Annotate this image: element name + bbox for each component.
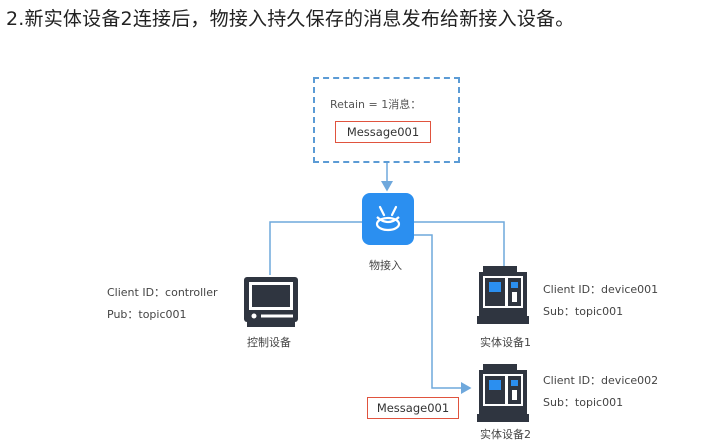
- delivered-message: Message001: [367, 397, 459, 419]
- machine-icon: [475, 266, 531, 330]
- device1-sub: Sub：topic001: [543, 305, 624, 318]
- machine-icon: [475, 364, 531, 428]
- hub-to-controller-line: [269, 221, 362, 275]
- device1-client-id: Client ID：device001: [543, 283, 659, 296]
- diagram-heading: 2.新实体设备2连接后，物接入持久保存的消息发布给新接入设备。: [6, 8, 575, 30]
- controller-label: 控制设备: [247, 336, 291, 349]
- retain-label: Retain = 1消息：: [330, 98, 422, 111]
- device2-client-id: Client ID：device002: [543, 374, 659, 387]
- retained-message: Message001: [335, 121, 431, 143]
- device1-info: Client ID：device001 Sub：topic001: [543, 279, 658, 323]
- device2-sub: Sub：topic001: [543, 396, 624, 409]
- iot-hub-icon: [362, 193, 414, 245]
- monitor-icon: [243, 276, 299, 332]
- device2-label: 实体设备2: [480, 428, 531, 441]
- retain-message-box: [313, 77, 460, 163]
- hub-to-device1-line: [414, 221, 505, 266]
- device2-info: Client ID：device002 Sub：topic001: [543, 370, 658, 414]
- device1-label: 实体设备1: [480, 336, 531, 349]
- controller-info: Client ID：controller Pub：topic001: [107, 282, 218, 326]
- controller-pub: Pub：topic001: [107, 308, 187, 321]
- hub-label: 物接入: [369, 259, 402, 272]
- hub-to-device2-line: [414, 234, 472, 394]
- controller-client-id: Client ID：controller: [107, 286, 218, 299]
